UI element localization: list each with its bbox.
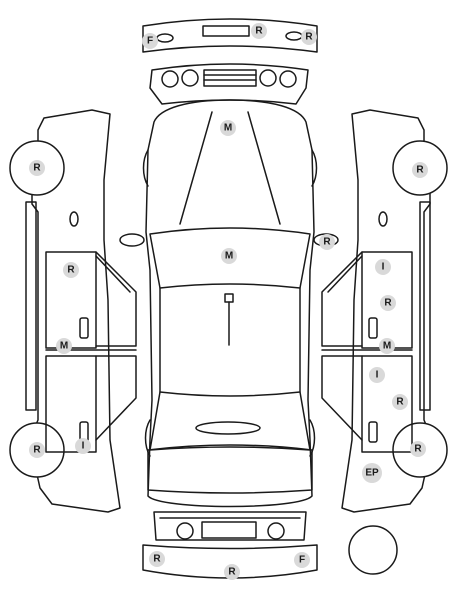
marker-badge — [29, 442, 45, 458]
marker-front-bumper-center: R — [251, 23, 267, 39]
rear-window — [149, 391, 311, 451]
marker-badge — [294, 552, 310, 568]
marker-badge — [392, 394, 408, 410]
marker-label: R — [323, 237, 331, 248]
marker-label: F — [147, 36, 153, 47]
marker-badge — [369, 367, 385, 383]
marker-label: F — [299, 555, 305, 566]
marker-badge — [380, 295, 396, 311]
marker-label: R — [33, 445, 41, 456]
marker-badge — [56, 338, 72, 354]
marker-label: R — [416, 165, 424, 176]
marker-badge — [379, 338, 395, 354]
marker-label: R — [396, 397, 404, 408]
marker-left-front-wheel: R — [29, 160, 45, 176]
marker-left-rocker: M — [56, 338, 72, 354]
spare-tire — [348, 525, 398, 575]
marker-label: R — [67, 265, 75, 276]
marker-badge — [63, 262, 79, 278]
marker-badge — [301, 29, 317, 45]
marker-label: R — [255, 26, 263, 37]
marker-badge — [412, 162, 428, 178]
marker-label: I — [382, 262, 385, 273]
marker-label: M — [383, 341, 391, 352]
marker-right-front-door-lower: R — [380, 295, 396, 311]
marker-left-front-door: R — [63, 262, 79, 278]
rear-lights-plate — [153, 511, 307, 541]
marker-roof: M — [221, 248, 237, 264]
marker-left-rear-wheel: R — [29, 442, 45, 458]
marker-badge — [224, 564, 240, 580]
marker-exhaust: EP — [362, 463, 382, 483]
marker-left-rear-door: I — [75, 438, 91, 454]
marker-badge — [375, 259, 391, 275]
marker-badge — [251, 23, 267, 39]
marker-badge — [220, 120, 236, 136]
marker-label: EP — [365, 468, 379, 479]
marker-badge — [362, 463, 382, 483]
marker-right-front-wheel: R — [412, 162, 428, 178]
marker-front-bumper-right: R — [301, 29, 317, 45]
marker-label: M — [225, 251, 233, 262]
front-bumper — [142, 18, 318, 53]
marker-label: M — [224, 123, 232, 134]
front-headlights-grille — [149, 63, 309, 105]
marker-label: I — [82, 441, 85, 452]
marker-badge — [221, 248, 237, 264]
marker-right-rocker: M — [379, 338, 395, 354]
marker-badge — [319, 234, 335, 250]
right-side-profile — [321, 109, 448, 513]
left-mirror — [119, 233, 145, 247]
car-body — [119, 99, 339, 508]
marker-label: R — [414, 444, 422, 455]
damage-markers: F R R M R M R R M R I R I R M I R R EP R R F — [29, 23, 428, 580]
marker-rear-bumper-right: F — [294, 552, 310, 568]
marker-label: R — [33, 163, 41, 174]
marker-front-bumper-left: F — [142, 33, 158, 49]
marker-badge — [142, 33, 158, 49]
marker-front-right-fender: R — [319, 234, 335, 250]
marker-label: R — [153, 554, 161, 565]
marker-label: I — [376, 370, 379, 381]
roof — [159, 287, 301, 397]
marker-right-rear-quarter: R — [392, 394, 408, 410]
marker-right-rear-door: I — [369, 367, 385, 383]
marker-rear-bumper-center: R — [224, 564, 240, 580]
marker-rear-bumper-left: R — [149, 551, 165, 567]
marker-label: R — [384, 298, 392, 309]
marker-badge — [75, 438, 91, 454]
marker-right-front-door-upper: I — [375, 259, 391, 275]
left-side-profile — [9, 109, 137, 513]
marker-badge — [29, 160, 45, 176]
marker-badge — [149, 551, 165, 567]
marker-badge — [410, 441, 426, 457]
trunk — [147, 444, 313, 494]
rear-bumper — [142, 544, 318, 579]
windshield — [149, 227, 311, 289]
marker-label: M — [60, 341, 68, 352]
marker-right-rear-wheel: R — [410, 441, 426, 457]
marker-label: R — [305, 32, 313, 43]
marker-hood: M — [220, 120, 236, 136]
marker-label: R — [228, 567, 236, 578]
